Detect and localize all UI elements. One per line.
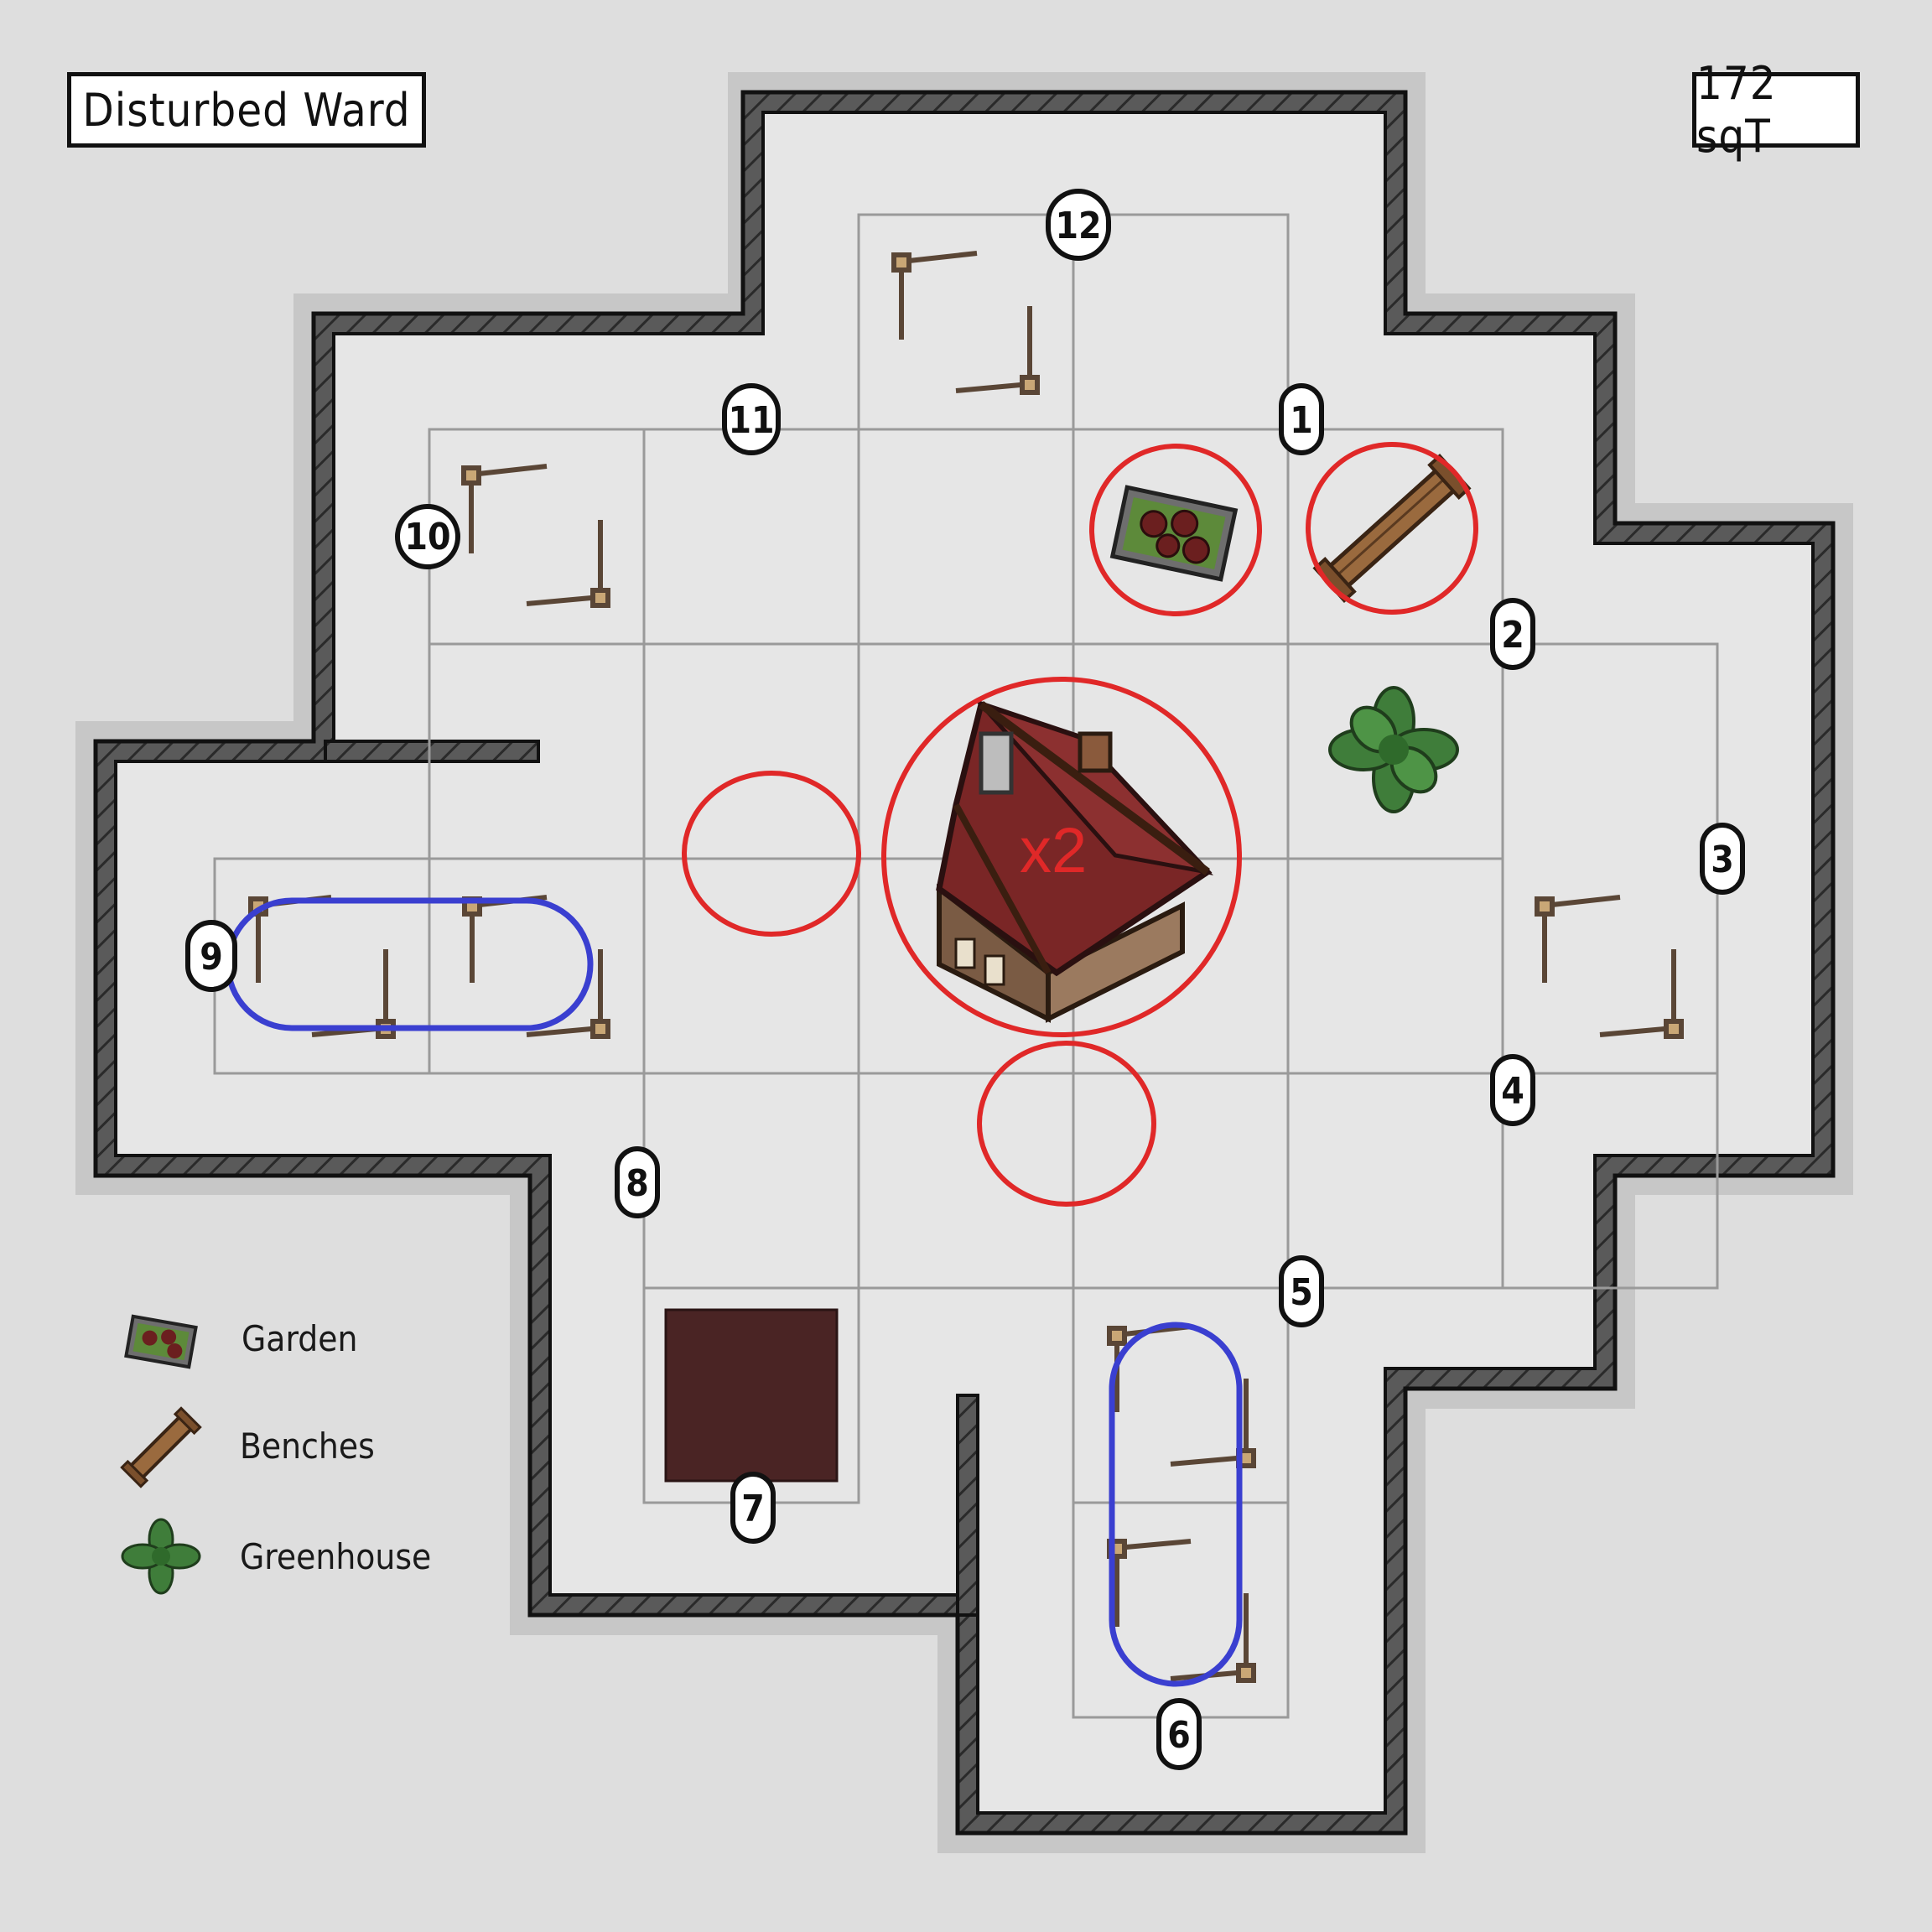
zone-badge-11: 11 xyxy=(722,383,781,455)
highlight-house xyxy=(881,677,1242,1037)
red-highlights xyxy=(682,442,1478,1207)
svg-text:2: 2 xyxy=(1501,614,1524,657)
highlight-zone-6 xyxy=(1109,1322,1243,1687)
corner-posts xyxy=(248,251,1684,1683)
zone-badges: 1 2 3 4 5 6 7 8 9 10 11 12 xyxy=(185,189,1745,1770)
zone-badge-4: 4 xyxy=(1490,1054,1535,1126)
highlight-empty-south xyxy=(977,1041,1156,1207)
zone-badge-6: 6 xyxy=(1156,1698,1202,1770)
garden-icon xyxy=(124,1314,198,1369)
zone-badge-8: 8 xyxy=(615,1146,660,1218)
inner-wall-edge xyxy=(114,111,1815,1815)
house-multiplier: x2 xyxy=(1020,815,1087,886)
svg-text:11: 11 xyxy=(728,399,774,442)
partition-wall-west xyxy=(324,740,540,763)
svg-text:6: 6 xyxy=(1167,1714,1191,1757)
zone-badge-12: 12 xyxy=(1046,189,1111,261)
dark-floor-tile xyxy=(664,1308,839,1483)
greenhouse-icon xyxy=(121,1518,201,1595)
garden-object xyxy=(1109,485,1239,582)
outer-wall xyxy=(96,92,1833,1833)
legend-greenhouse-label: Greenhouse xyxy=(240,1536,432,1577)
zone-badge-2: 2 xyxy=(1490,598,1535,670)
highlight-garden xyxy=(1089,444,1262,616)
svg-text:4: 4 xyxy=(1501,1070,1524,1113)
legend-benches-label: Benches xyxy=(240,1426,375,1467)
zone-badge-7: 7 xyxy=(730,1472,776,1544)
zone-badge-5: 5 xyxy=(1279,1255,1324,1327)
map-area: 172 sqT xyxy=(1692,57,1860,163)
zone-badge-1: 1 xyxy=(1279,383,1324,455)
zone-badge-3: 3 xyxy=(1700,823,1745,895)
house-object xyxy=(936,699,1214,1023)
svg-text:9: 9 xyxy=(200,936,223,979)
svg-text:5: 5 xyxy=(1290,1271,1313,1314)
svg-text:3: 3 xyxy=(1711,839,1734,881)
bench-icon xyxy=(120,1406,202,1488)
highlight-bench xyxy=(1306,442,1478,615)
zone-badge-10: 10 xyxy=(395,504,460,569)
svg-text:8: 8 xyxy=(626,1162,649,1205)
svg-text:7: 7 xyxy=(741,1488,765,1530)
svg-text:10: 10 xyxy=(404,516,450,558)
partition-wall-south xyxy=(956,1394,979,1617)
highlight-empty-west xyxy=(682,771,861,937)
svg-text:1: 1 xyxy=(1290,399,1313,442)
svg-text:12: 12 xyxy=(1055,205,1101,247)
outer-wall-edge xyxy=(93,90,1836,1836)
greenhouse-object xyxy=(1328,686,1459,813)
map-title: Disturbed Ward xyxy=(67,72,426,148)
legend-garden-label: Garden xyxy=(242,1318,358,1359)
zone-badge-9: 9 xyxy=(185,920,237,992)
bench-object xyxy=(1312,453,1472,604)
